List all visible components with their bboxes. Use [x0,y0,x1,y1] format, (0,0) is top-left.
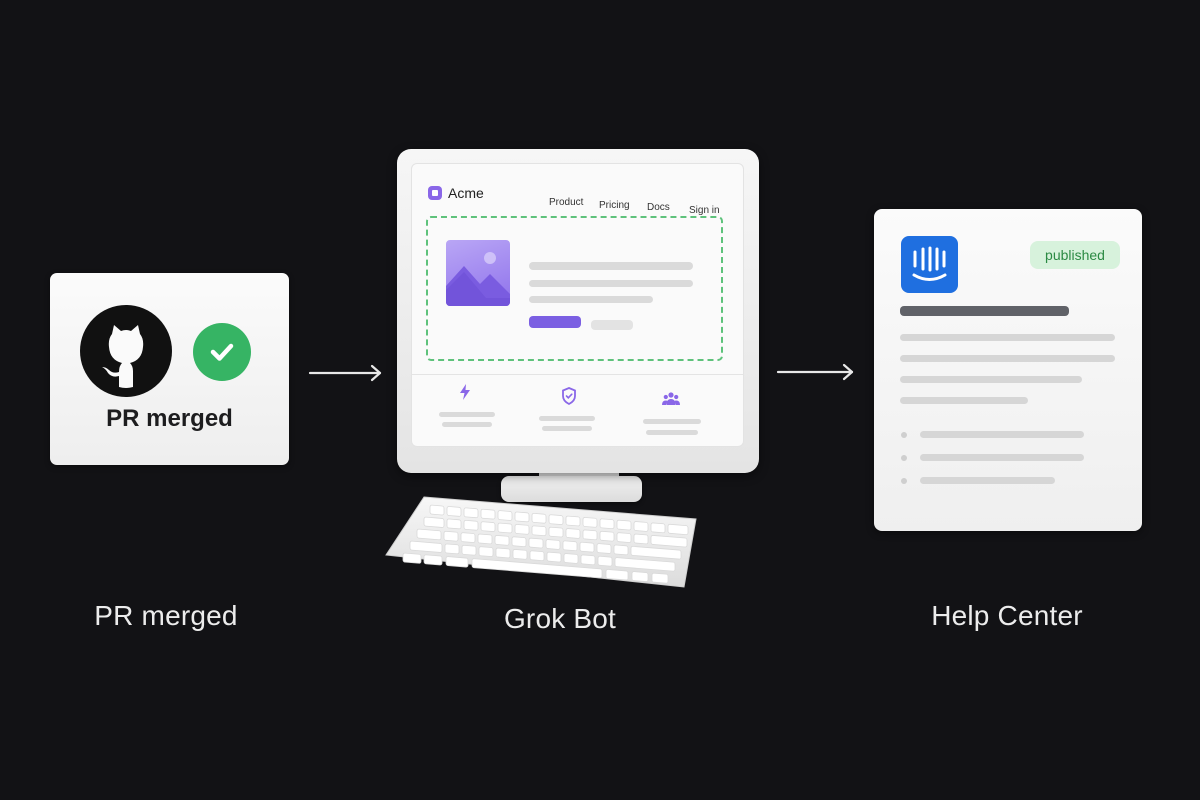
feature-line [643,419,701,424]
intercom-logo-icon [901,236,958,293]
feature-line [442,422,492,427]
bullet-icon [901,478,907,484]
article-list-line [920,431,1084,438]
image-placeholder-icon [446,240,510,306]
feature-line [439,412,495,417]
monitor: Acme Product Pricing Docs Sign in [397,149,759,473]
monitor-base [501,476,642,502]
pr-card-label: PR merged [106,405,233,432]
arrow-right-icon [308,364,382,382]
article-text-line [900,397,1028,404]
status-badge: published [1030,241,1120,269]
nav-link-product[interactable]: Product [549,197,584,208]
help-center-article-card: published [874,209,1142,531]
feature-line [542,426,592,431]
pr-merged-card: PR merged [50,273,289,465]
check-icon [193,323,251,381]
article-list-line [920,454,1084,461]
nav-link-pricing[interactable]: Pricing [599,200,630,211]
hero-heading-line [529,262,693,270]
stage-label-pr-merged: PR merged [94,600,238,631]
github-octocat-icon [80,305,172,397]
hero-primary-button[interactable] [529,316,581,328]
hero-secondary-button[interactable] [591,320,633,330]
stage-label-grok-bot: Grok Bot [503,603,617,634]
site-brand: Acme [448,185,484,201]
feature-line [539,416,595,421]
article-title-line [900,306,1069,316]
article-text-line [900,376,1082,383]
article-text-line [900,355,1115,362]
article-text-line [900,334,1115,341]
arrow-right-icon [776,363,854,381]
shield-icon [562,387,576,406]
hero-section-highlight [426,216,723,361]
bullet-icon [901,455,907,461]
nav-link-sign-in[interactable]: Sign in [689,205,720,216]
nav-link-docs[interactable]: Docs [647,202,670,213]
hero-text-line [529,296,653,303]
lightning-icon [460,384,470,400]
section-divider [412,374,743,375]
article-list-line [920,477,1055,484]
feature-line [646,430,698,435]
users-icon [662,392,680,405]
website-preview: Acme Product Pricing Docs Sign in [411,163,744,447]
keyboard [385,496,697,588]
acme-logo-icon [428,186,442,200]
bullet-icon [901,432,907,438]
hero-text-line [529,280,693,287]
stage-label-help-center: Help Center [931,600,1083,631]
